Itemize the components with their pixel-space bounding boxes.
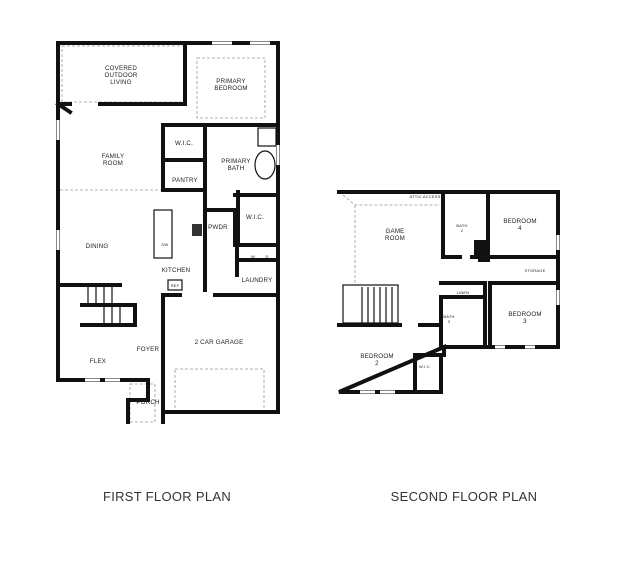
wic2-label: W.I.C.	[246, 214, 264, 221]
dishwasher-label: DW	[161, 242, 168, 247]
pwdr-label: PWDR	[208, 224, 228, 231]
washer-label: W	[251, 254, 255, 259]
primary-bedroom-tray	[196, 57, 266, 119]
garage-wall	[161, 293, 280, 414]
pantry-label: PANTRY	[172, 177, 198, 184]
flex-label: FLEX	[90, 358, 106, 365]
stairs-icon-2	[342, 284, 399, 324]
stairs-icon	[87, 287, 121, 325]
storage-label: STORAGE	[525, 268, 546, 273]
foyer-label: FOYER	[137, 346, 160, 353]
bedroom-walls	[488, 255, 560, 349]
bathtub-icon	[254, 150, 276, 180]
chase	[474, 240, 486, 258]
fireplace	[55, 101, 73, 115]
linen-label: LINEN	[457, 290, 470, 295]
kitchen-island	[153, 209, 173, 259]
wic-label: W.I.C.	[175, 140, 193, 147]
shower-icon	[257, 127, 277, 147]
garage-label: 2 CAR GARAGE	[195, 339, 244, 346]
laundry-walls	[235, 243, 280, 277]
first-floor-exterior-wall	[56, 41, 280, 414]
ref-label: REF	[171, 283, 180, 288]
wic-label-2: W.I.C.	[419, 364, 431, 369]
dryer-label: D	[265, 254, 268, 259]
bath3-walls	[439, 281, 487, 349]
attic-access-label: ATTIC ACCESS	[410, 194, 441, 199]
second-floor-exterior-wall	[337, 190, 560, 394]
windows	[56, 41, 280, 382]
laundry-label: LAUNDRY	[242, 277, 273, 284]
first-floor-caption: FIRST FLOOR PLAN	[103, 489, 231, 504]
stair-walls	[56, 283, 137, 327]
second-floor-caption: SECOND FLOOR PLAN	[391, 489, 538, 504]
game-room-tray	[342, 194, 440, 285]
kitchen-label: KITCHEN	[162, 267, 191, 274]
bath-walls	[203, 123, 237, 292]
porch-label: PORCH	[136, 399, 159, 406]
outdoor-living-wall	[98, 41, 187, 106]
windows-2	[337, 205, 560, 394]
porch-walls	[126, 378, 165, 424]
garage-door	[174, 368, 265, 413]
range-icon	[192, 224, 202, 236]
wic-walls	[413, 353, 443, 394]
dining-label: DINING	[86, 243, 109, 250]
refrigerator	[167, 279, 183, 291]
